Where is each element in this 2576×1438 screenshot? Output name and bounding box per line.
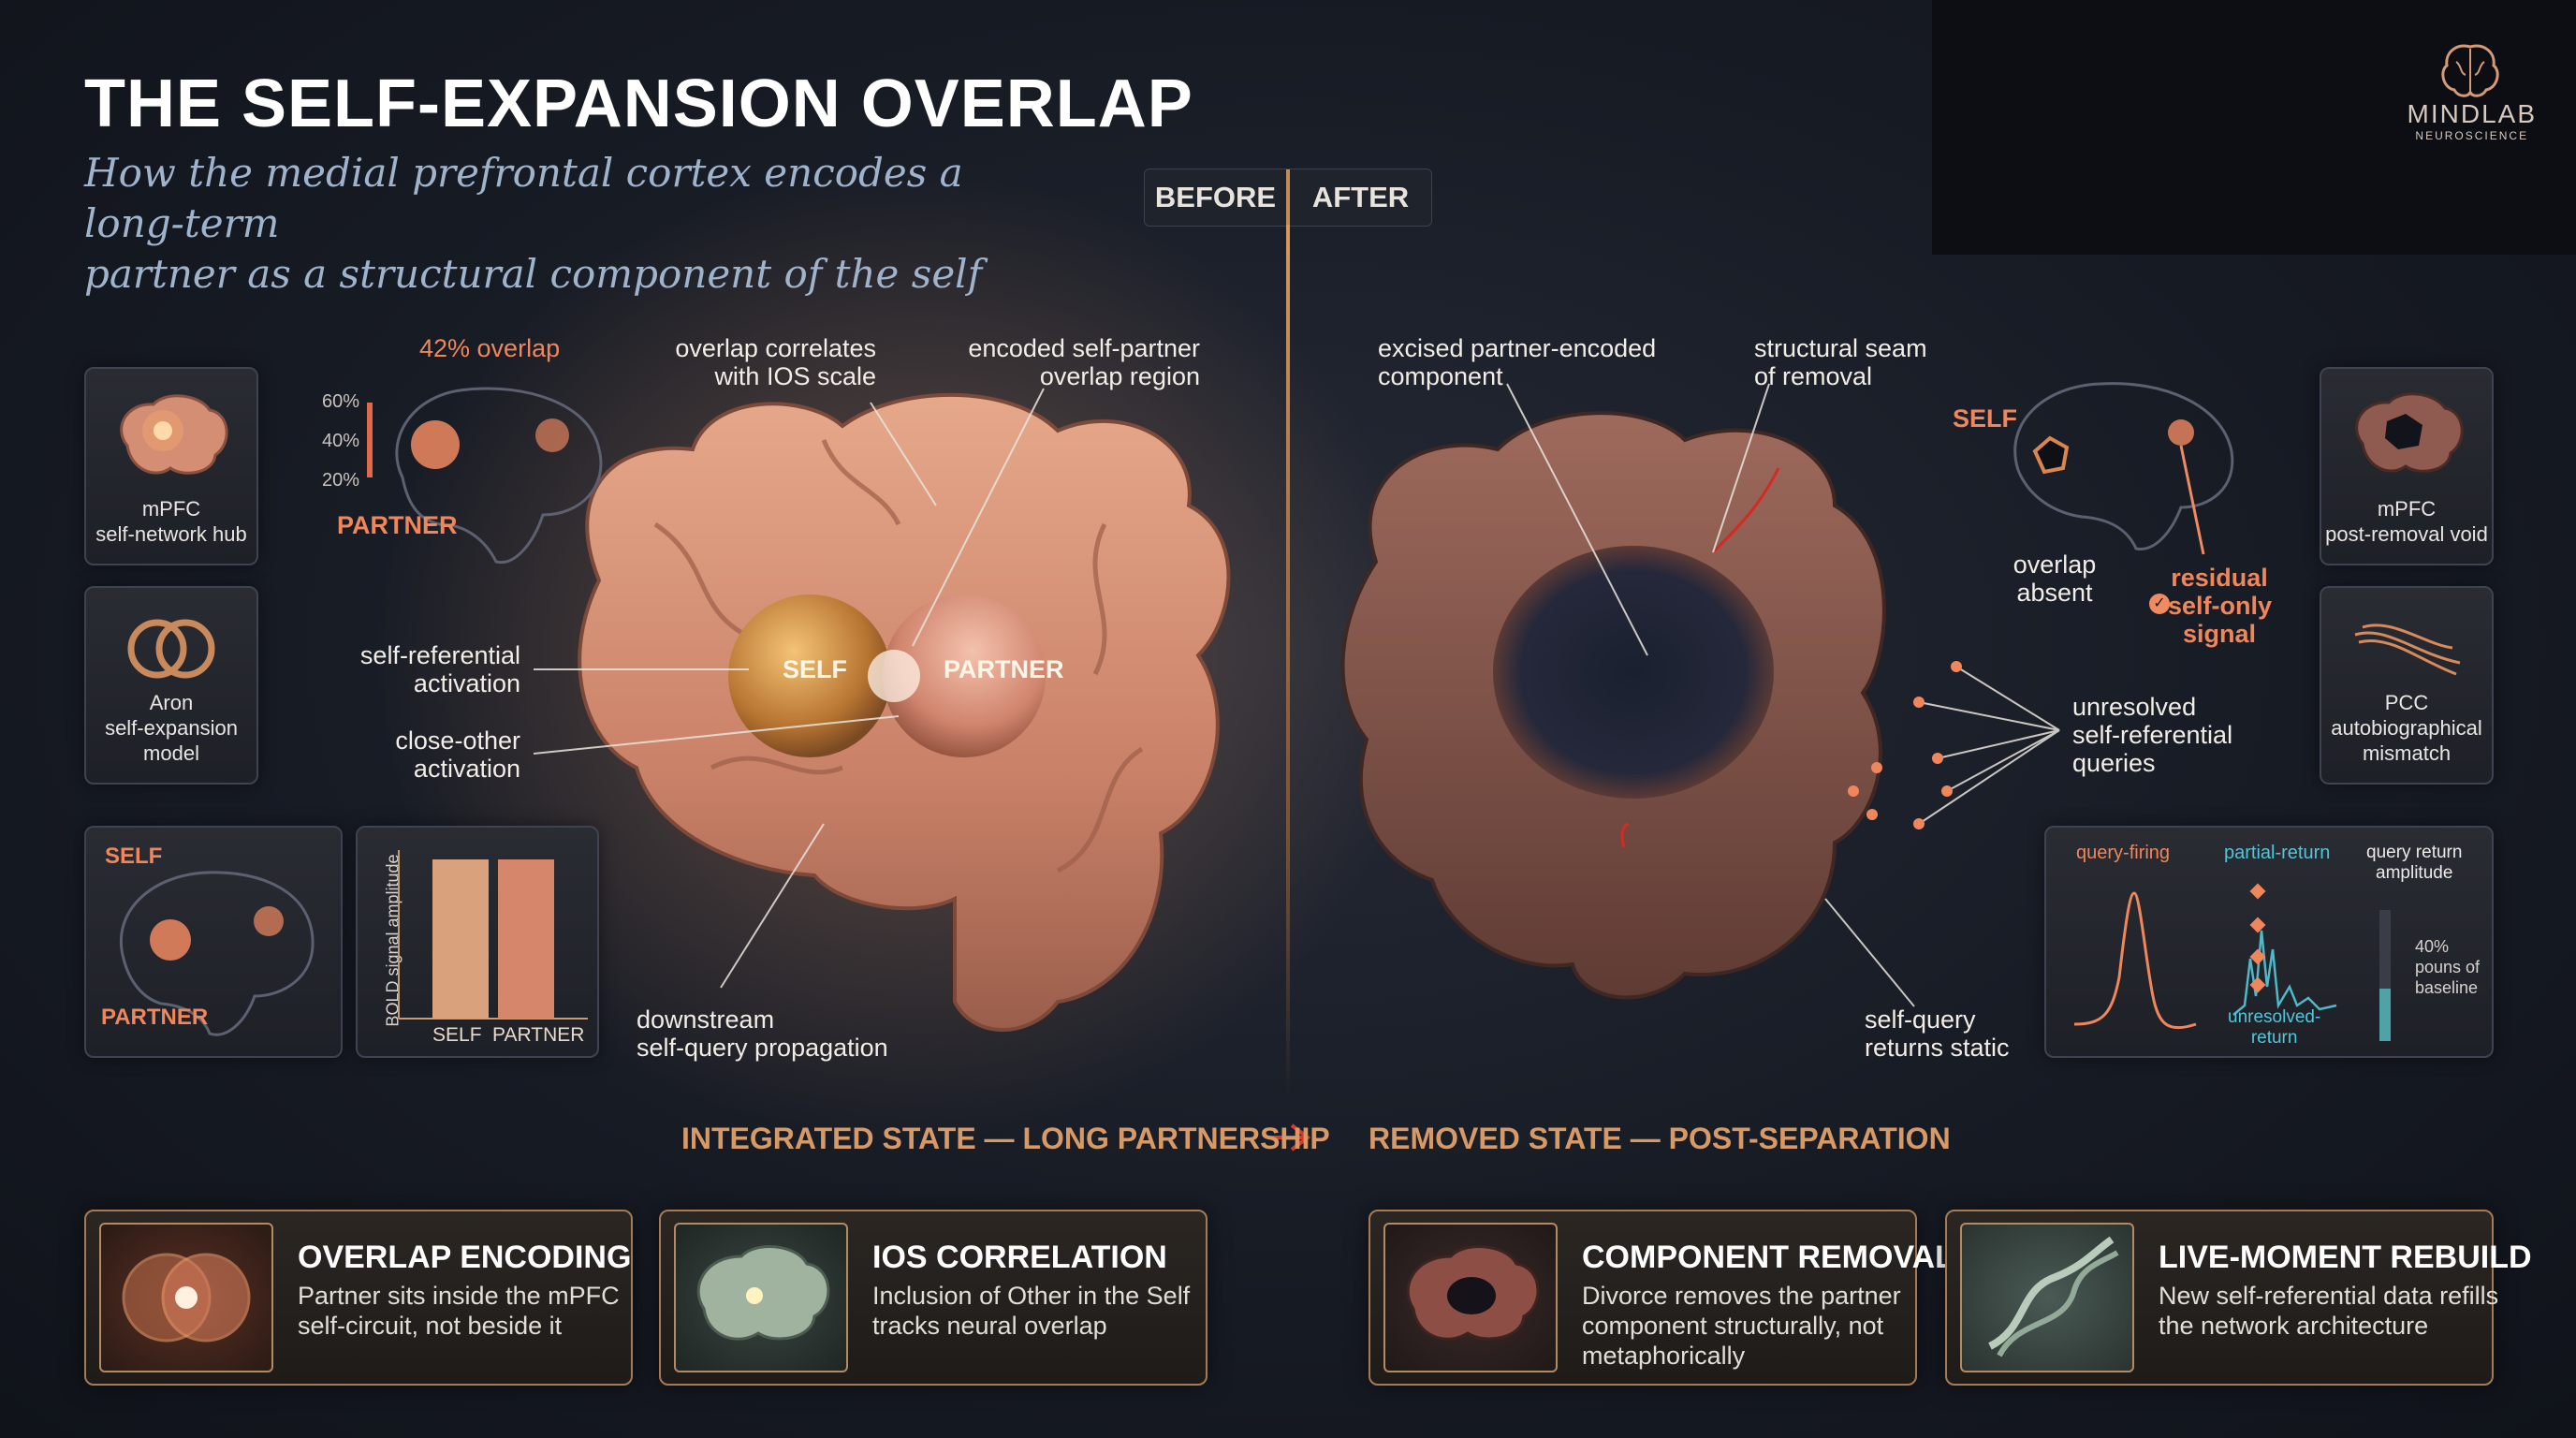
bottom-card-live-moment-rebuild: LIVE-MOMENT REBUILD New self-referential… xyxy=(1945,1210,2532,1386)
sphere-partner-label: PARTNER xyxy=(944,655,1064,683)
page-title: THE SELF-EXPANSION OVERLAP xyxy=(84,66,1193,141)
integrated-state-caption: INTEGRATED STATE — LONG PARTNERSHIP xyxy=(681,1122,1330,1155)
card-sagittal-self-partner: SELF PARTNER xyxy=(84,826,343,1058)
ann-unresolved-queries: unresolved self-referential queries xyxy=(2072,693,2233,777)
card-aron-model: Aron self-expansion model xyxy=(84,586,258,785)
ann-overlap-absent: overlap absent xyxy=(2012,550,2097,607)
ann-overlap-ios: overlap correlates with IOS scale xyxy=(675,334,876,390)
bottom-card-body: Inclusion of Other in the Self tracks ne… xyxy=(872,1282,1191,1340)
toggle-separator xyxy=(1286,169,1290,226)
bottom-card-title: LIVE-MOMENT REBUILD xyxy=(2159,1240,2532,1275)
brain-void-icon xyxy=(2355,392,2464,473)
bottom-card-title: COMPONENT REMOVAL xyxy=(1582,1240,1954,1275)
after-self-label: SELF xyxy=(1953,404,2018,433)
brain-icon xyxy=(2441,44,2499,97)
overlap-partner-label: PARTNER xyxy=(337,511,458,539)
ann-excised-component: excised partner-encoded component xyxy=(1378,334,1657,390)
sagittal-brain-overlap xyxy=(367,387,603,565)
removed-state-caption: REMOVED STATE — POST-SEPARATION xyxy=(1368,1122,1951,1155)
check-icon: ✓ xyxy=(2149,594,2170,614)
before-after-divider xyxy=(1286,225,1290,1095)
sagittal-brain-icon xyxy=(119,871,315,1036)
logo-panel: MINDLAB NEUROSCIENCE xyxy=(1932,0,2576,255)
overlap-rings-image xyxy=(99,1223,273,1372)
sagittal-brain-void xyxy=(2013,382,2234,555)
sagittal-partner-label: PARTNER xyxy=(101,1005,209,1030)
unresolved-return-label: unresolved- return xyxy=(2228,1007,2321,1048)
card-pcc-mismatch: PCC autobiographical mismatch xyxy=(2320,586,2494,785)
bar-chart-card: BOLD signal amplitude SELF PARTNER xyxy=(356,826,599,1058)
query-firing-label: query-firing xyxy=(2076,843,2171,863)
ann-residual-signal: residual self-only signal xyxy=(2168,564,2273,648)
tick-20: 20% xyxy=(322,470,360,491)
toggle-after[interactable]: AFTER xyxy=(1311,181,1410,213)
overlap-percent-label: 42% overlap xyxy=(419,334,561,362)
gauge-label: 40% pouns of baseline xyxy=(2415,937,2481,997)
bottom-card-overlap-encoding: OVERLAP ENCODING Partner sits inside the… xyxy=(84,1210,633,1386)
bottom-card-title: IOS CORRELATION xyxy=(872,1240,1167,1275)
overlapping-rings-icon xyxy=(127,619,215,679)
signal-traces xyxy=(2073,883,2391,1041)
bottom-card-body: Divorce removes the partner component st… xyxy=(1582,1282,1901,1370)
ann-structural-seam: structural seam of removal xyxy=(1754,334,1927,390)
ann-static-return: self-query returns static xyxy=(1865,1005,2010,1062)
page-subtitle: How the medial prefrontal cortex encodes… xyxy=(84,150,983,297)
tick-40: 40% xyxy=(322,431,360,451)
ann-downstream: downstream self-query propagation xyxy=(637,1005,888,1062)
fiber-tract-icon xyxy=(2354,624,2461,676)
bar-label-partner: PARTNER xyxy=(492,1024,585,1046)
card-mpfc-hub: mPFC self-network hub xyxy=(84,367,258,565)
query-return-amplitude-label: query return amplitude xyxy=(2366,843,2463,883)
helix-image xyxy=(1960,1223,2134,1372)
bar-partner xyxy=(498,859,554,1019)
ann-encoded-region: encoded self-partner overlap region xyxy=(968,334,1200,390)
toggle-before[interactable]: BEFORE xyxy=(1154,181,1277,213)
ann-self-referential: self-referential activation xyxy=(359,641,520,697)
sagittal-self-label: SELF xyxy=(105,844,163,869)
partial-return-label: partial-return xyxy=(2224,843,2331,863)
brain-glow-icon xyxy=(120,394,228,475)
tick-60: 60% xyxy=(322,391,360,412)
bar-self xyxy=(432,859,489,1019)
before-after-toggle[interactable]: BEFORE AFTER xyxy=(1144,169,1432,227)
ann-close-other: close-other activation xyxy=(395,726,520,783)
bottom-card-body: New self-referential data refills the ne… xyxy=(2159,1282,2499,1340)
logo-text: MINDLAB NEUROSCIENCE xyxy=(2407,99,2537,142)
bar-chart-plot xyxy=(398,850,588,1020)
bottom-card-body: Partner sits inside the mPFC self-circui… xyxy=(298,1282,620,1340)
bottom-card-ios-correlation: IOS CORRELATION Inclusion of Other in th… xyxy=(659,1210,1208,1386)
sphere-self-label: SELF xyxy=(783,655,848,683)
card-mpfc-void: mPFC post-removal void xyxy=(2320,367,2494,565)
bottom-card-component-removal: COMPONENT REMOVAL Divorce removes the pa… xyxy=(1368,1210,1954,1386)
signal-panel: query-firing partial-return query return… xyxy=(2044,826,2494,1058)
green-brain-image xyxy=(674,1223,848,1372)
bottom-card-title: OVERLAP ENCODING xyxy=(298,1240,632,1275)
bar-label-self: SELF xyxy=(432,1024,482,1046)
void-brain-image xyxy=(1383,1223,1558,1372)
